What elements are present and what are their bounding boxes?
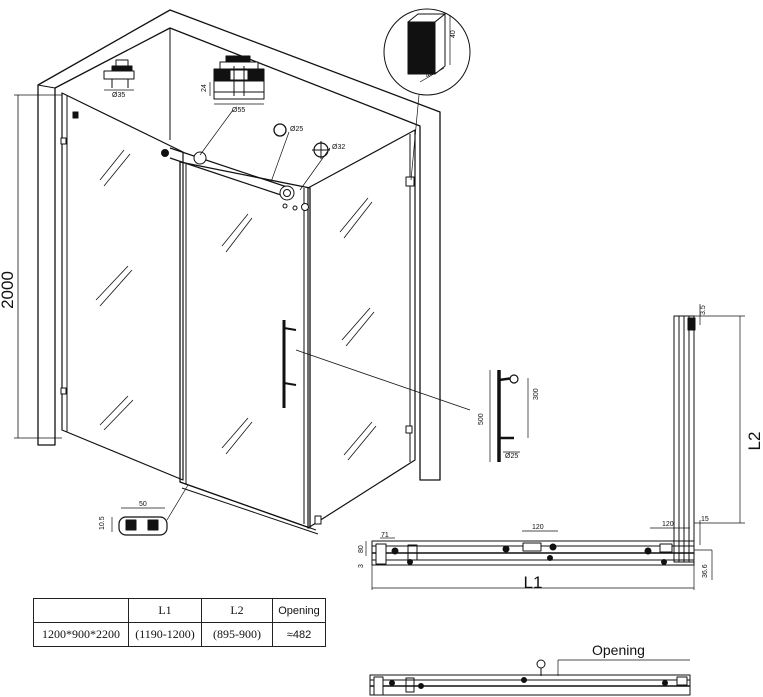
sliding-door (179, 161, 319, 535)
table-cell: ≈482 (272, 622, 326, 647)
spec-table: L1 L2 Opening 1200*900*2200 (1190-1200) … (33, 598, 326, 647)
rod-end-details (270, 123, 331, 191)
dim-plan-71: 71 (381, 532, 389, 539)
mount-detail-35 (103, 59, 135, 91)
table-header-cell: L1 (128, 598, 202, 623)
floor-guide-detail (111, 484, 189, 536)
dim-handle-500: 500 (478, 413, 485, 425)
plan-view (365, 527, 695, 590)
l1-dimension-label: L1 (524, 573, 543, 592)
top-rail (169, 147, 309, 211)
table-header-cell (33, 598, 129, 623)
dim-detail-40: 40 (450, 30, 457, 38)
dim-detail-43: 43 (425, 70, 435, 80)
dim-top-55: Ø55 (232, 107, 245, 114)
mount-detail-55 (199, 55, 265, 156)
door-handle (282, 320, 471, 411)
dim-side-15: 15 (701, 516, 709, 523)
side-section-view (673, 304, 745, 580)
fixed-glass-panel (60, 92, 184, 481)
handle-detail (489, 370, 529, 462)
dim-top-35: Ø35 (112, 92, 125, 99)
dim-guide-10-5: 10.5 (99, 516, 106, 530)
glass-edge-callout (383, 8, 471, 181)
dim-rod-25: Ø25 (290, 126, 303, 133)
dim-handle-300: 300 (533, 388, 540, 400)
table-cell: (1190-1200) (128, 622, 202, 647)
table-header-cell: L2 (201, 598, 273, 623)
dim-plan-120: 120 (532, 524, 544, 531)
dim-guide-50: 50 (139, 501, 147, 508)
wall-outline (37, 9, 441, 481)
dim-rod-32: Ø32 (332, 144, 345, 151)
dim-handle-25: Ø25 (505, 453, 518, 460)
table-cell: (895-900) (201, 622, 273, 647)
dim-side-3-5: 3.5 (700, 305, 707, 315)
dim-top-24: 24 (201, 84, 208, 92)
table-header-row: L1 L2 Opening (33, 598, 326, 623)
opening-plan-view (369, 659, 691, 696)
l2-dimension-label: L2 (745, 432, 763, 451)
height-dimension-label: 2000 (0, 271, 17, 309)
height-dimension (14, 94, 62, 439)
table-row: 1200*900*2200 (1190-1200) (895-900) ≈482 (33, 622, 326, 647)
opening-label: Opening (592, 642, 645, 658)
table-cell: 1200*900*2200 (33, 622, 129, 647)
table-header-cell: Opening (272, 598, 326, 623)
dim-side-120: 120 (662, 521, 674, 528)
dim-plan-80: 80 (358, 545, 365, 553)
dim-side-36-6: 36.6 (702, 564, 709, 578)
dim-plan-3: 3 (358, 564, 365, 568)
side-glass-panel (307, 129, 416, 529)
